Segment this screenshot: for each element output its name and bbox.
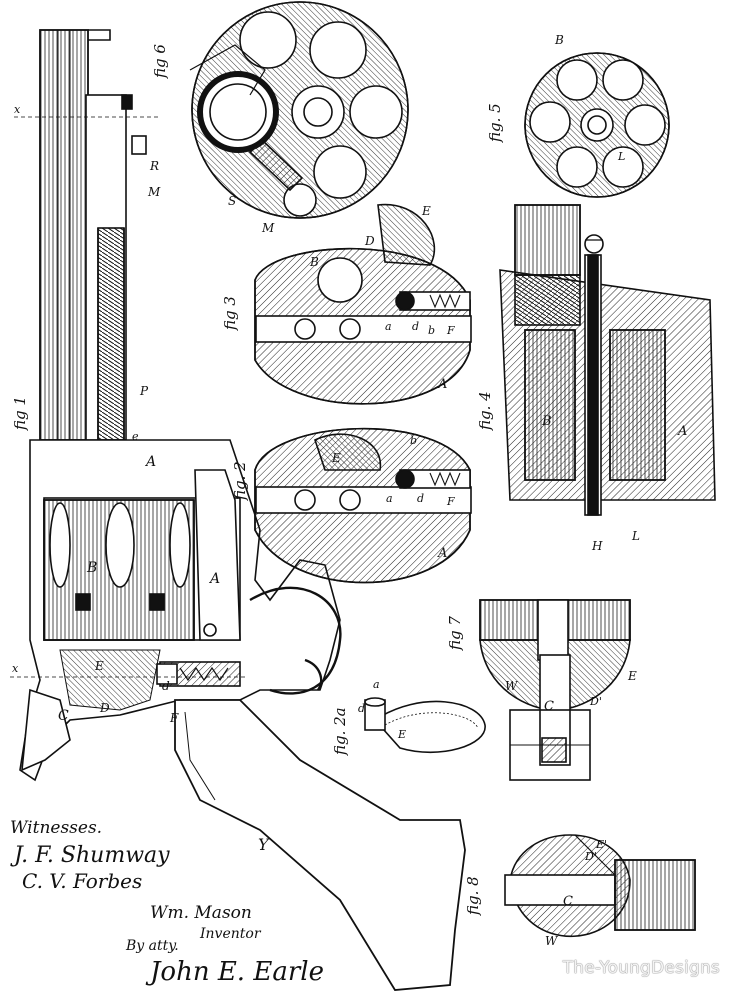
letter-x: x	[12, 662, 19, 675]
letter-A: A	[437, 377, 447, 392]
figure-2-section	[254, 427, 472, 584]
witness-signature-2: C. V. Forbes	[22, 869, 142, 893]
letter-M: M	[147, 185, 161, 199]
fig2a-caption: fig. 2a	[331, 707, 349, 756]
witnesses-heading: Witnesses.	[10, 818, 102, 838]
letter-E: E	[627, 669, 637, 683]
letter-A: A	[144, 454, 156, 470]
watermark: The-YoungDesigns	[562, 958, 720, 978]
letter-R: R	[149, 159, 159, 173]
figure-7-section	[479, 599, 631, 781]
letter-M: M	[261, 221, 275, 235]
letter-a: a	[385, 320, 392, 333]
letter-C: C	[563, 894, 573, 909]
letter-B: B	[86, 560, 97, 576]
letter-E: E	[397, 728, 406, 741]
letter-F: F	[169, 711, 179, 725]
ejector-rod-knurl	[97, 227, 125, 441]
fig7-caption: fig 7	[446, 616, 464, 651]
letter-S: S	[228, 194, 236, 208]
fig6-caption: fig 6	[151, 44, 169, 79]
letter-W: W	[545, 934, 559, 948]
fig2-caption: fig. 2	[231, 461, 249, 501]
letter-b: b	[428, 324, 435, 337]
letter-A: A	[437, 546, 447, 561]
letter-a: a	[386, 492, 393, 505]
figure-5-cylinder-end	[524, 52, 670, 198]
grip	[174, 699, 466, 991]
figure-3-section	[254, 203, 472, 405]
letter-x: x	[14, 103, 21, 116]
letter-b: b	[410, 434, 417, 447]
figure-2a-detail	[364, 697, 486, 754]
figure-8-section	[504, 834, 696, 938]
letter-d: d	[358, 702, 365, 715]
letter-e: e	[132, 430, 139, 443]
figure-6-cylinder	[189, 1, 409, 219]
letter-E-prime: E'	[595, 838, 607, 851]
fig4-caption: fig. 4	[476, 391, 494, 431]
letter-H: H	[591, 539, 603, 553]
fig3-caption: fig 3	[221, 296, 239, 331]
barrel	[39, 29, 89, 441]
letter-B: B	[554, 33, 564, 47]
fig5-caption: fig. 5	[486, 103, 504, 143]
letter-B: B	[541, 414, 552, 429]
letter-P: P	[139, 384, 149, 398]
letter-C: C	[58, 708, 69, 724]
reference-letters: x x R M P e A B A E D F d C Y S M B D E …	[12, 33, 687, 948]
attorney-signature: John E. Earle	[145, 957, 324, 987]
letter-D: D	[364, 234, 375, 248]
letter-E: E	[421, 204, 431, 218]
fig1-caption: fig 1	[11, 396, 29, 431]
letter-L: L	[617, 150, 625, 163]
letter-E: E	[94, 659, 104, 673]
fig8-caption: fig. 8	[464, 876, 482, 916]
letter-D: D	[99, 701, 110, 715]
letter-B: B	[309, 255, 319, 269]
letter-d: d	[412, 320, 419, 333]
letter-A: A	[208, 571, 220, 587]
letter-d: d	[162, 679, 170, 693]
letter-d: d	[417, 492, 424, 505]
letter-E: E	[331, 451, 341, 465]
inventor-title: Inventor	[199, 926, 262, 942]
letter-W: W	[505, 679, 519, 693]
letter-L: L	[631, 529, 640, 543]
letter-A: A	[677, 424, 687, 439]
figure-4-section	[499, 204, 716, 516]
figure-1-revolver	[10, 29, 466, 991]
letter-F: F	[446, 324, 455, 337]
letter-D-prime: D'	[589, 695, 602, 708]
letter-a: a	[373, 678, 380, 691]
letter-D-prime: D'	[584, 850, 597, 863]
letter-Y: Y	[258, 835, 270, 854]
signature-block: Witnesses. J. F. Shumway C. V. Forbes Wm…	[10, 818, 324, 987]
inventor-name: Wm. Mason	[150, 903, 252, 923]
witness-signature-1: J. F. Shumway	[10, 843, 170, 868]
letter-C: C	[544, 699, 554, 714]
letter-F: F	[446, 495, 455, 508]
by-attorney: By atty.	[125, 938, 179, 954]
